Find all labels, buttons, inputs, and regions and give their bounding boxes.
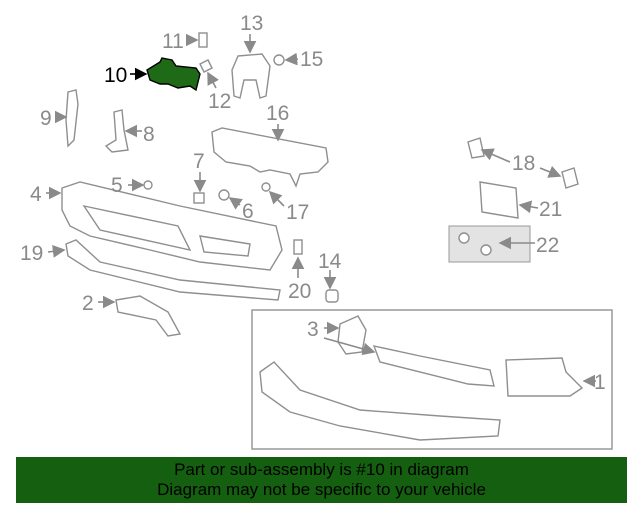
callout-6[interactable]: 6 bbox=[242, 200, 254, 223]
callout-12[interactable]: 12 bbox=[208, 90, 231, 113]
callout-9[interactable]: 9 bbox=[40, 107, 52, 130]
part-1-bracket[interactable] bbox=[505, 357, 584, 397]
part-9-bracket[interactable] bbox=[65, 89, 79, 148]
part-10-bracket[interactable] bbox=[146, 57, 201, 92]
part-11-bolt[interactable] bbox=[198, 32, 208, 48]
part-21-plate[interactable] bbox=[479, 181, 519, 219]
part-20-bolt[interactable] bbox=[293, 239, 303, 255]
callout-21[interactable]: 21 bbox=[539, 198, 562, 221]
callout-14[interactable]: 14 bbox=[318, 250, 342, 273]
part-7-clip[interactable] bbox=[193, 192, 205, 204]
callout-8[interactable]: 8 bbox=[143, 123, 155, 146]
part-5-bolt[interactable] bbox=[143, 180, 153, 190]
callout-2[interactable]: 2 bbox=[82, 292, 94, 315]
banner-disclaimer: Diagram may not be specific to your vehi… bbox=[157, 480, 486, 499]
callout-10[interactable]: 10 bbox=[104, 64, 127, 87]
part-18-cap-right[interactable] bbox=[561, 167, 579, 189]
part-15-nut[interactable] bbox=[273, 54, 285, 66]
part-4-bumper[interactable] bbox=[61, 181, 283, 271]
part-14-nut[interactable] bbox=[325, 289, 339, 303]
callout-16[interactable]: 16 bbox=[266, 102, 289, 125]
part-8-bracket[interactable] bbox=[104, 109, 129, 153]
rear-bumper-cover[interactable] bbox=[259, 361, 501, 441]
part-17-pin[interactable] bbox=[261, 182, 271, 192]
part-3-bracket[interactable] bbox=[337, 315, 495, 387]
callout-13[interactable]: 13 bbox=[240, 12, 263, 35]
callout-15[interactable]: 15 bbox=[300, 48, 323, 71]
info-banner: Part or sub-assembly is #10 in diagram D… bbox=[16, 457, 627, 503]
callout-19[interactable]: 19 bbox=[20, 242, 43, 265]
part-6-bolt[interactable] bbox=[218, 189, 230, 201]
part-13-bracket[interactable] bbox=[231, 53, 271, 99]
part-18-cap-left[interactable] bbox=[467, 137, 485, 159]
assembly-inset-box bbox=[251, 309, 613, 450]
callout-3[interactable]: 3 bbox=[307, 318, 319, 341]
part-19-deflector[interactable] bbox=[65, 239, 281, 301]
callout-4[interactable]: 4 bbox=[30, 183, 42, 206]
callout-1[interactable]: 1 bbox=[594, 371, 606, 394]
callout-11[interactable]: 11 bbox=[162, 30, 184, 53]
part-22-bolts[interactable] bbox=[458, 232, 492, 256]
part-22-box bbox=[448, 225, 531, 263]
callout-22[interactable]: 22 bbox=[536, 234, 559, 257]
part-16-reinforcement[interactable] bbox=[211, 127, 329, 188]
callout-17[interactable]: 17 bbox=[286, 201, 309, 224]
callout-5[interactable]: 5 bbox=[111, 174, 123, 197]
banner-part-note: Part or sub-assembly is #10 in diagram bbox=[174, 460, 469, 479]
callout-7[interactable]: 7 bbox=[193, 150, 205, 173]
callout-20[interactable]: 20 bbox=[288, 280, 311, 303]
callout-18[interactable]: 18 bbox=[512, 152, 535, 175]
part-2-bracket[interactable] bbox=[115, 295, 182, 337]
part-12-clip[interactable] bbox=[199, 59, 213, 73]
